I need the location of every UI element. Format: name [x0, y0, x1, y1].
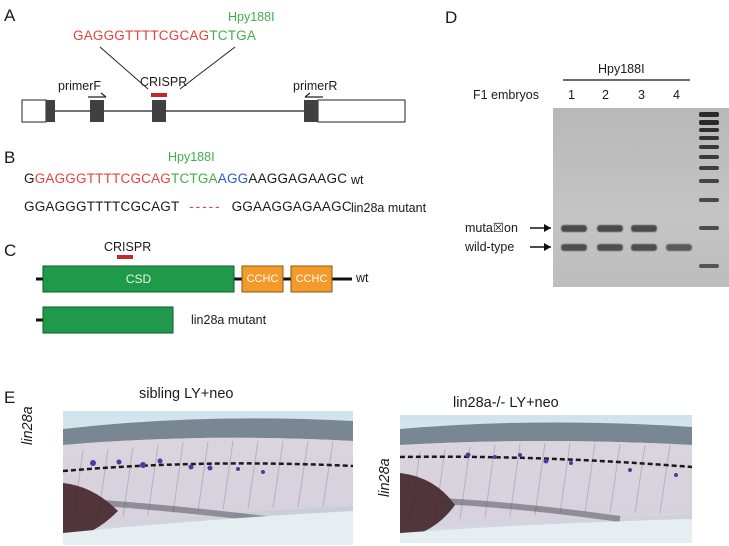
gel-band-mutation-lane-2	[597, 225, 623, 232]
panel-label-e: E	[4, 388, 16, 407]
target-seq-green: TCTGA	[209, 28, 257, 43]
panel-c-crispr-label: CRISPR	[104, 240, 152, 254]
exon-4	[304, 100, 318, 122]
zoom-line-right	[179, 46, 236, 90]
right-gene-label-wrap: lin28a	[377, 437, 393, 497]
mutant-title: lin28a-/- LY+neo	[453, 395, 559, 411]
panel-label-c: C	[4, 241, 17, 260]
gel-band-mutation-lane-1	[561, 225, 587, 232]
exon-2	[90, 100, 104, 122]
f1-embryos-label: F1 embryos	[473, 88, 539, 102]
mutation-band-label: muta☒on	[465, 221, 518, 235]
wt-seq-black-1: G	[24, 171, 35, 186]
gel-band-wildtype-lane-2	[597, 244, 623, 251]
gel-image	[553, 108, 729, 287]
cchc-2-label: CCHC	[295, 273, 328, 285]
wt-seq-green: TCTGA	[171, 171, 218, 186]
mutant-fish-drawing	[400, 422, 692, 543]
primer-r-label: primerR	[293, 79, 338, 93]
panel-a-crispr-label: CRISPR	[140, 75, 188, 89]
utr-box-3prime	[317, 99, 406, 123]
panel-c-mutant-label: lin28a mutant	[191, 313, 267, 327]
mutation-band-arrow	[530, 224, 551, 232]
target-seq-red: GAGGGTTTTCGCAG	[73, 28, 210, 43]
csd-domain-truncated	[42, 306, 174, 334]
panel-d-enzyme-label: Hpy188I	[598, 62, 645, 76]
panel-a-enzyme-label: Hpy188I	[228, 10, 275, 24]
primer-f-label: primerF	[58, 79, 102, 93]
cchc-domain-1	[241, 265, 284, 293]
right-gene-label: lin28a	[377, 458, 393, 497]
left-gene-label-wrap: lin28a	[20, 385, 36, 445]
cchc-1-label: CCHC	[246, 273, 279, 285]
mutant-sequence: GGAGGGTTTTCGCAGT ----- GGAAGGAGAAGC	[24, 199, 352, 214]
wt-seq-red: GAGGGTTTTCGCAG	[34, 171, 172, 186]
mutant-fish-image	[400, 415, 692, 543]
gel-band-wildtype-lane-1	[561, 244, 587, 251]
crispr-site-bar-a	[151, 93, 167, 97]
sibling-title: sibling LY+neo	[139, 386, 234, 402]
gel-ladder-lane	[699, 112, 719, 268]
wt-seq-black-2: AAGGAGAAGC	[248, 171, 348, 186]
panel-a-target-sequence: GAGGGTTTTCGCAGTCTGA	[73, 28, 256, 43]
utr-box-5prime	[21, 99, 47, 123]
panel-label-d: D	[445, 8, 458, 27]
cchc-domain-2	[290, 265, 333, 293]
sibling-fish-image	[63, 411, 353, 545]
wt-sequence-label: wt	[351, 173, 364, 187]
mutant-seq-right: GGAAGGAGAAGC	[231, 199, 352, 214]
gel-band-mutation-lane-3	[631, 225, 657, 232]
primer-f-arrow	[88, 92, 107, 98]
exon-1	[46, 100, 55, 122]
mutant-seq-deletion: -----	[189, 199, 222, 214]
lane-number-4: 4	[673, 88, 680, 102]
exon-3	[152, 100, 166, 122]
left-gene-label: lin28a	[20, 406, 36, 445]
panel-c-wt-label: wt	[356, 271, 369, 285]
primer-r-arrow	[304, 92, 323, 98]
csd-domain	[42, 265, 235, 293]
csd-domain-label: CSD	[125, 272, 152, 286]
mutant-seq-left: GGAGGGTTTTCGCAGT	[24, 199, 180, 214]
zoom-line-left	[99, 46, 149, 90]
sibling-fish-drawing	[63, 418, 353, 545]
gel-band-wildtype-lane-4	[666, 244, 692, 251]
lane-number-2: 2	[602, 88, 609, 102]
lane-number-1: 1	[568, 88, 575, 102]
crispr-site-bar-c	[117, 255, 133, 259]
panel-b-enzyme-label: Hpy188I	[168, 150, 215, 164]
wildtype-band-arrow	[530, 243, 551, 251]
gel-band-wildtype-lane-3	[631, 244, 657, 251]
wildtype-band-label: wild-type	[465, 240, 515, 254]
panel-label-b: B	[4, 148, 16, 167]
mutant-sequence-label: lin28a mutant	[351, 201, 427, 215]
wt-sequence: GGAGGGTTTTCGCAGTCTGAAGGAAGGAGAAGC	[24, 171, 347, 186]
lane-number-3: 3	[638, 88, 645, 102]
panel-label-a: A	[4, 6, 16, 25]
wt-seq-blue: AGG	[217, 171, 249, 186]
